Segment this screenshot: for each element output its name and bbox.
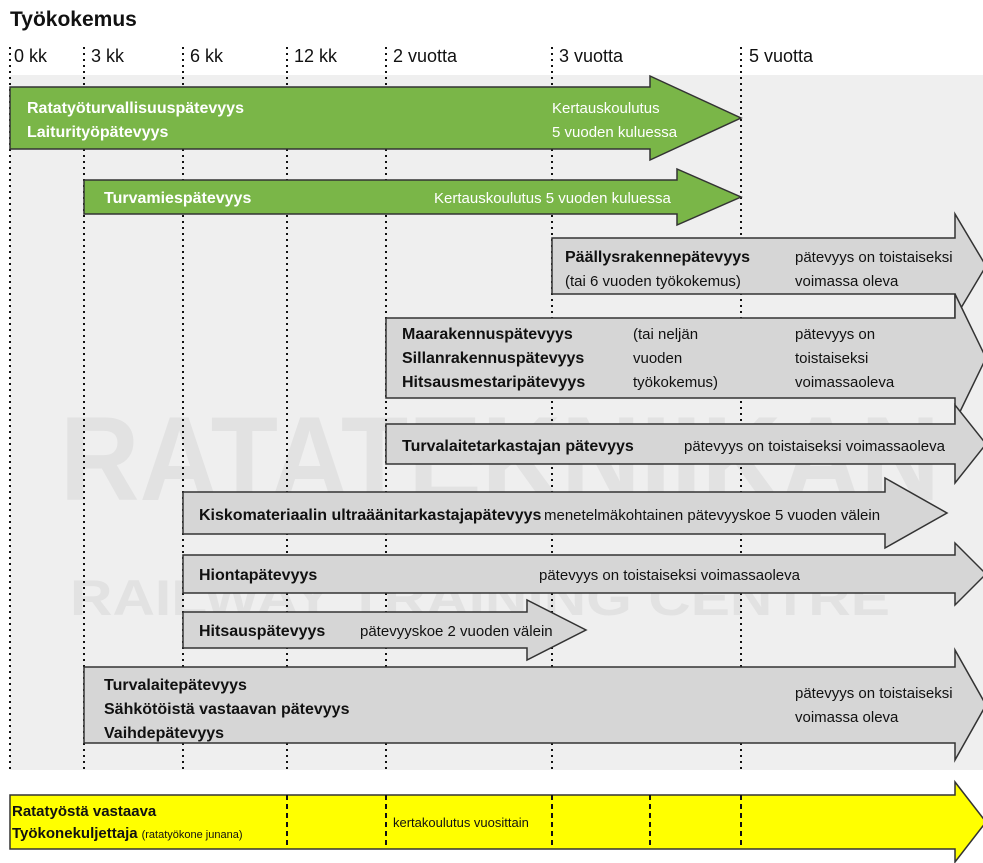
note-kertauskoulutus: Kertauskoulutus (552, 100, 660, 117)
timeline-label-3vuotta: 3 vuotta (559, 46, 624, 66)
note-maarakennus-mid-2: vuoden (633, 350, 682, 367)
note-turvamies: Kertauskoulutus 5 vuoden kuluessa (434, 190, 671, 207)
label-maarakennus: Maarakennuspätevyys (402, 326, 573, 343)
timeline-gridlines (9, 47, 742, 770)
arrow-kiskomateriaali (182, 476, 949, 550)
arrow-turvalaitetarkastaja (385, 402, 983, 486)
arrow-ratatyosta-vastaava (9, 779, 983, 863)
label-laiturityo: Laiturityöpätevyys (27, 124, 168, 141)
note-kiskomateriaali: menetelmäkohtainen pätevyyskoe 5 vuoden … (544, 507, 880, 524)
label-tyokonekuljettaja-small: (ratatyökone junana) (142, 829, 243, 841)
timeline-label-12kk: 12 kk (294, 46, 338, 66)
note-maarakennus-1: pätevyys on (795, 326, 875, 343)
label-ratatyoturvallisuus: Ratatyöturvallisuuspätevyys (27, 100, 244, 117)
note-hionta: pätevyys on toistaiseksi voimassaoleva (539, 567, 801, 584)
label-tyokonekuljettaja-main: Työkonekuljettaja (12, 825, 138, 842)
note-paallysrakenne-1: pätevyys on toistaiseksi (795, 249, 953, 266)
label-ratatyosta-vastaava: Ratatyöstä vastaava (12, 803, 157, 820)
timeline-label-5vuotta: 5 vuotta (749, 46, 814, 66)
arrow-hitsaus (182, 598, 588, 662)
label-turvamies: Turvamiespätevyys (104, 190, 251, 207)
arrow-maarakennus (385, 293, 983, 423)
note-kertakoulutus: kertakoulutus vuosittain (393, 815, 529, 830)
label-paallysrakenne: Päällysrakennepätevyys (565, 249, 750, 266)
label-sillanrakennus: Sillanrakennuspätevyys (402, 350, 584, 367)
label-kiskomateriaali: Kiskomateriaalin ultraäänitarkastajapäte… (199, 507, 542, 524)
note-maarakennus-mid-3: työkokemus) (633, 374, 718, 391)
arrow-turvamies (83, 167, 743, 227)
note-maarakennus-mid-1: (tai neljän (633, 326, 698, 343)
label-paallysrakenne-note: (tai 6 vuoden työkokemus) (565, 273, 741, 290)
timeline-label-0kk: 0 kk (14, 46, 48, 66)
label-vaihde: Vaihdepätevyys (104, 725, 224, 742)
note-hitsaus: pätevyyskoe 2 vuoden välein (360, 623, 553, 640)
arrow-turvalaite (83, 647, 983, 763)
label-sahkotoista: Sähkötöistä vastaavan pätevyys (104, 701, 350, 718)
label-turvalaitetarkastaja: Turvalaitetarkastajan pätevyys (402, 438, 634, 455)
note-paallysrakenne-2: voimassa oleva (795, 273, 899, 290)
yellow-gridlines (286, 795, 742, 849)
note-maarakennus-3: voimassaoleva (795, 374, 895, 391)
diagram-title: Työkokemus (10, 8, 137, 31)
note-maarakennus-2: toistaiseksi (795, 350, 868, 367)
timeline-label-2vuotta: 2 vuotta (393, 46, 458, 66)
note-turvalaite-1: pätevyys on toistaiseksi (795, 685, 953, 702)
label-hitsaus: Hitsauspätevyys (199, 623, 325, 640)
timeline-label-3kk: 3 kk (91, 46, 125, 66)
note-turvalaitetarkastaja: pätevyys on toistaiseksi voimassaoleva (684, 438, 946, 455)
arrow-hionta (182, 541, 983, 607)
note-5-vuoden-kuluessa: 5 vuoden kuluessa (552, 124, 678, 141)
label-turvalaite: Turvalaitepätevyys (104, 677, 247, 694)
label-hitsausmestari: Hitsausmestaripätevyys (402, 374, 585, 391)
timeline-label-6kk: 6 kk (190, 46, 224, 66)
arrow-ratatyoturvallisuus (9, 74, 743, 162)
label-hionta: Hiontapätevyys (199, 567, 317, 584)
label-tyokonekuljettaja: Työkonekuljettaja (ratatyökone junana) (12, 825, 243, 842)
note-turvalaite-2: voimassa oleva (795, 709, 899, 726)
arrow-paallysrakenne (551, 211, 983, 321)
